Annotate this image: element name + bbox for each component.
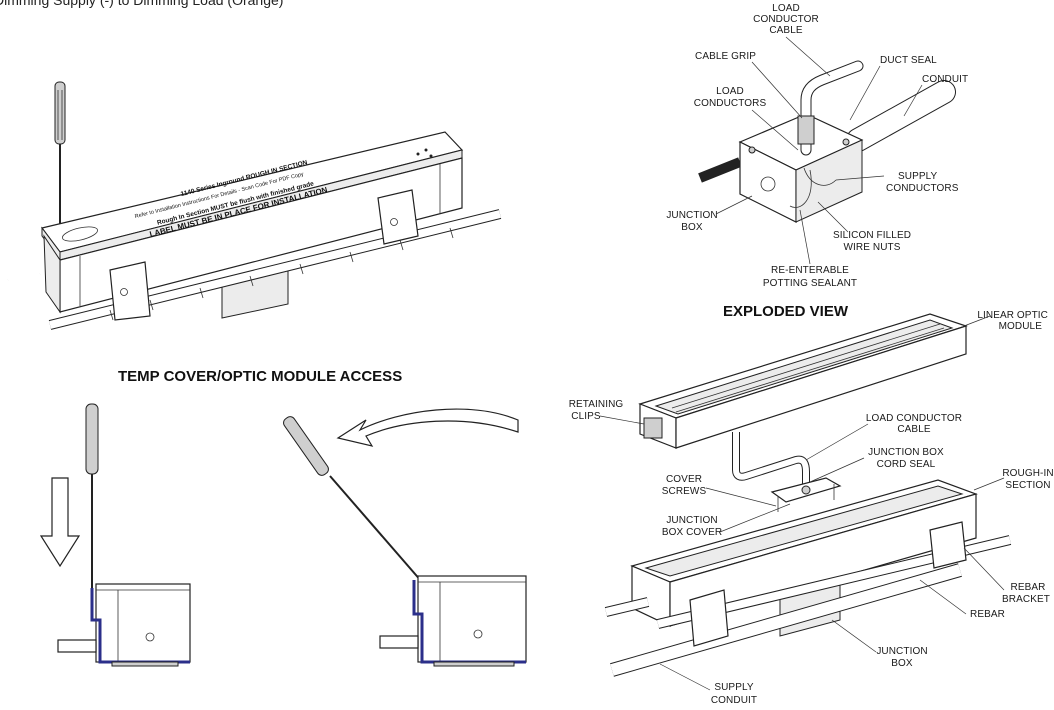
rough-in-assembly-figure: 1140 Series Inground ROUGH IN SECTION Re… [7, 81, 502, 330]
exploded-view-figure [604, 313, 1012, 677]
svg-text:DUCT SEAL: DUCT SEAL [880, 55, 937, 66]
callout-load-conductor-cable: LOAD CONDUCTOR CABLE [805, 413, 962, 461]
callout-potting-sealant: RE-ENTERABLE POTTING SEALANT [763, 209, 857, 289]
retaining-clip [643, 417, 663, 439]
rebar-bracket-part-left [689, 589, 729, 647]
callout-rebar: REBAR [919, 579, 1005, 620]
svg-text:BOX: BOX [891, 658, 913, 669]
svg-text:SILICON FILLED: SILICON FILLED [833, 230, 911, 241]
callout-rebar-bracket: REBAR BRACKET [963, 547, 1050, 605]
screwdriver-icon [54, 81, 66, 232]
callout-conduit: CONDUIT [903, 74, 968, 117]
callout-rough-in-section: ROUGH-IN SECTION [973, 468, 1054, 491]
svg-text:BOX COVER: BOX COVER [662, 527, 722, 538]
housing-side-view [95, 583, 191, 663]
svg-text:REBAR: REBAR [970, 609, 1005, 620]
svg-text:POTTING SEALANT: POTTING SEALANT [763, 278, 857, 289]
housing-side-view [417, 575, 527, 663]
svg-text:RE-ENTERABLE: RE-ENTERABLE [771, 265, 849, 276]
down-arrow-icon [39, 477, 81, 568]
callout-supply-conductors: SUPPLY CONDUCTORS [835, 171, 959, 194]
svg-text:CLIPS: CLIPS [571, 411, 601, 422]
svg-text:LOAD: LOAD [716, 86, 744, 97]
heading-temp-cover: TEMP COVER/OPTIC MODULE ACCESS [118, 368, 402, 385]
svg-text:WIRE NUTS: WIRE NUTS [843, 242, 900, 253]
svg-text:CONDUIT: CONDUIT [922, 74, 968, 85]
callout-junction-box-bottom: JUNCTION BOX [831, 619, 928, 669]
svg-text:CONDUCTORS: CONDUCTORS [886, 183, 959, 194]
svg-text:RETAINING: RETAINING [569, 399, 624, 410]
curved-arrow-icon [336, 408, 519, 447]
callout-cable-grip: CABLE GRIP [695, 51, 803, 119]
callout-load-conductors: LOAD CONDUCTORS [694, 86, 799, 151]
svg-text:CONDUIT: CONDUIT [711, 695, 757, 706]
svg-text:JUNCTION: JUNCTION [876, 646, 927, 657]
svg-text:JUNCTION: JUNCTION [666, 210, 717, 221]
callout-linear-optic-module: LINEAR OPTIC MODULE [963, 310, 1048, 332]
svg-text:CABLE: CABLE [897, 424, 931, 435]
svg-text:JUNCTION: JUNCTION [666, 515, 717, 526]
screwdriver-icon [283, 416, 423, 583]
callout-duct-seal: DUCT SEAL [849, 55, 937, 121]
svg-text:COVER: COVER [666, 474, 702, 485]
cover-press-figure [39, 403, 191, 667]
svg-text:ROUGH-IN: ROUGH-IN [1002, 468, 1053, 479]
top-caption: Dimming Supply (-) to Dimming Load (Oran… [0, 0, 283, 8]
svg-text:CONDUCTORS: CONDUCTORS [694, 98, 767, 109]
junction-box-detail-figure [698, 60, 956, 223]
callout-junction-box-cover: JUNCTION BOX COVER [662, 503, 791, 538]
svg-text:REBAR: REBAR [1011, 582, 1046, 593]
heading-exploded-view: EXPLODED VIEW [723, 303, 849, 320]
svg-text:BOX: BOX [681, 222, 703, 233]
svg-text:BRACKET: BRACKET [1002, 594, 1050, 605]
callout-junction-box-top: JUNCTION BOX [666, 195, 753, 233]
callout-supply-conduit: SUPPLY CONDUIT [659, 663, 757, 706]
callout-cover-screws: COVER SCREWS [662, 474, 777, 507]
callout-retaining-clips: RETAINING CLIPS [569, 399, 645, 425]
cover-pry-figure [283, 408, 527, 667]
svg-text:MODULE: MODULE [999, 321, 1043, 332]
rebar-bracket-part-right [929, 521, 967, 569]
rebar-bracket-left [109, 261, 151, 321]
svg-text:SCREWS: SCREWS [662, 486, 707, 497]
callout-junction-box-cord-seal: JUNCTION BOX CORD SEAL [809, 447, 944, 483]
svg-text:LOAD: LOAD [772, 3, 800, 14]
svg-text:LINEAR OPTIC: LINEAR OPTIC [977, 310, 1048, 321]
screwdriver-icon [85, 403, 99, 588]
rebar-bracket-right [377, 189, 419, 245]
svg-text:CABLE GRIP: CABLE GRIP [695, 51, 756, 62]
svg-text:JUNCTION BOX: JUNCTION BOX [868, 447, 944, 458]
svg-text:LOAD CONDUCTOR: LOAD CONDUCTOR [866, 413, 962, 424]
svg-text:SUPPLY: SUPPLY [898, 171, 938, 182]
svg-text:CONDUCTOR: CONDUCTOR [753, 14, 819, 25]
svg-text:SECTION: SECTION [1005, 480, 1050, 491]
cable-grip [797, 115, 815, 145]
svg-text:SUPPLY: SUPPLY [714, 682, 754, 693]
callout-silicon-wire-nuts: SILICON FILLED WIRE NUTS [817, 201, 911, 253]
svg-text:CORD SEAL: CORD SEAL [877, 459, 936, 470]
svg-text:CABLE: CABLE [769, 25, 803, 36]
callout-load-conductor-cable-top: LOAD CONDUCTOR CABLE [753, 3, 831, 77]
